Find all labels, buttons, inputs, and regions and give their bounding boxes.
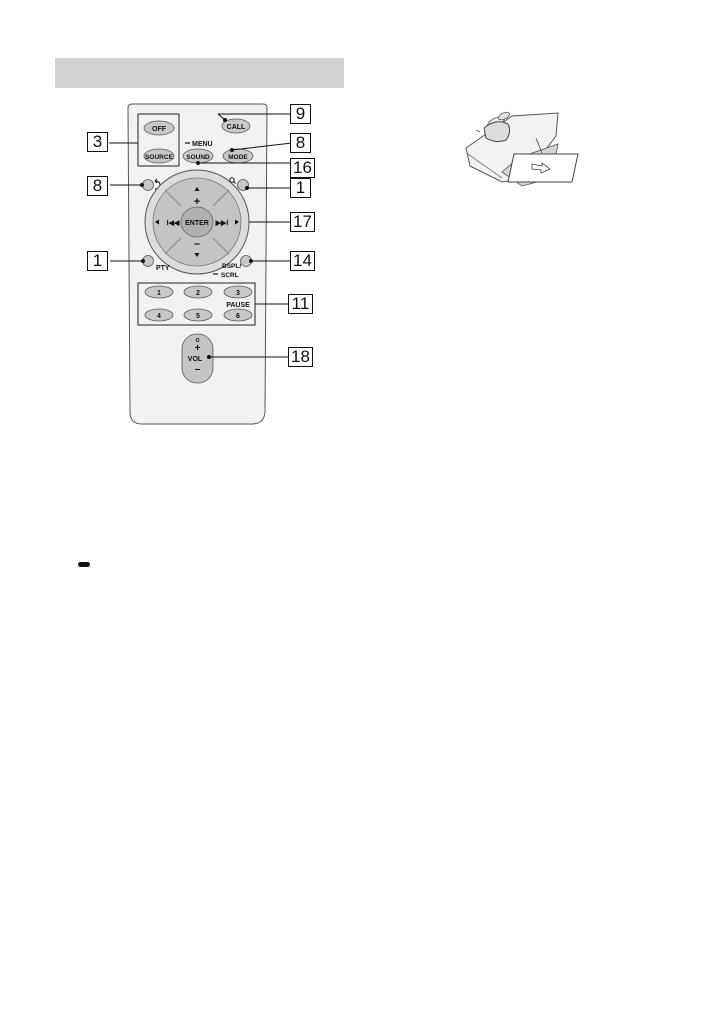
minus-label: – <box>194 238 200 250</box>
volume-plus-label: + <box>195 343 201 354</box>
battery-insertion-illustration <box>466 111 578 186</box>
plus-label: + <box>194 196 200 208</box>
number-3-label: 3 <box>236 290 240 297</box>
number-4-label: 4 <box>157 313 161 320</box>
callout-14: 14 <box>290 251 315 271</box>
off-label: OFF <box>152 126 167 133</box>
volume-label: VOL <box>188 356 203 363</box>
source-label: SOURCE <box>145 154 173 161</box>
callout-8-back: 8 <box>87 176 108 196</box>
number-2-label: 2 <box>196 290 200 297</box>
callout-8-mode: 8 <box>290 133 311 153</box>
mode-label: MODE <box>228 154 248 161</box>
pause-label: PAUSE <box>226 302 250 309</box>
prev-label: I◀◀ <box>167 220 180 227</box>
volume-minus-label: – <box>195 364 201 375</box>
pty-label: PTY <box>156 265 170 272</box>
call-label: CALL <box>227 124 246 131</box>
sound-label: SOUND <box>186 154 210 161</box>
menu-label: MENU <box>192 141 213 148</box>
number-6-label: 6 <box>236 313 240 320</box>
scrl-label: SCRL <box>221 272 239 279</box>
minus-mark <box>78 562 90 567</box>
callout-3: 3 <box>87 132 108 152</box>
callout-11: 11 <box>288 294 313 314</box>
callout-1-pty: 1 <box>87 251 108 271</box>
callout-17: 17 <box>290 212 315 232</box>
number-1-label: 1 <box>157 290 161 297</box>
callout-18: 18 <box>288 347 313 367</box>
back-button <box>143 180 154 191</box>
number-5-label: 5 <box>196 313 200 320</box>
next-label: ▶▶I <box>215 220 229 227</box>
callout-16: 16 <box>290 158 315 178</box>
callout-9: 9 <box>290 104 311 124</box>
dspl-label: DSPL/ <box>222 263 241 270</box>
enter-label: ENTER <box>185 220 209 227</box>
callout-1-search: 1 <box>290 178 311 198</box>
